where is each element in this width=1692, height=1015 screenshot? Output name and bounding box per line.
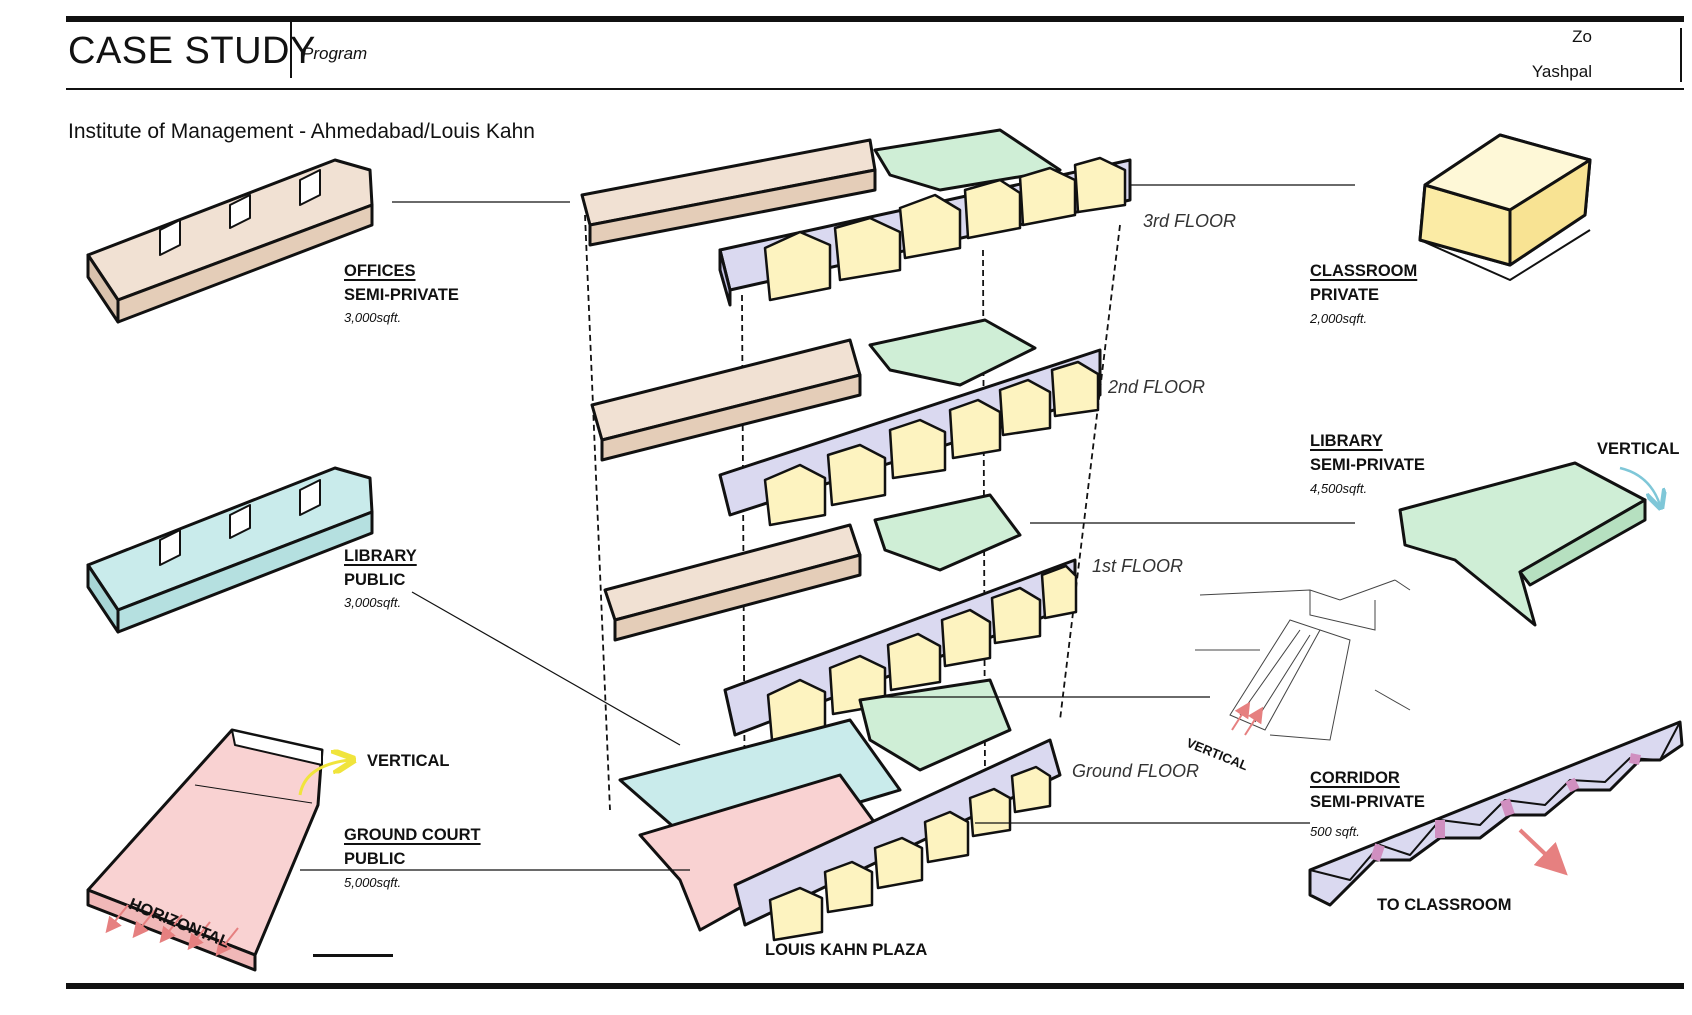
ground-floor-plan: [618, 678, 1062, 942]
page-title: CASE STUDY: [68, 30, 316, 72]
page-subtitle: Program: [302, 44, 368, 63]
header-bottom-rule: [66, 88, 1684, 90]
ground-court-area: 5,000sqft.: [344, 875, 402, 890]
stair-arrows: [1231, 701, 1264, 736]
library-public-block: [86, 466, 374, 634]
second-floor-plan: [590, 318, 1102, 527]
library-semi-privacy: SEMI-PRIVATE: [1310, 456, 1425, 474]
corridor-block: [1308, 720, 1684, 907]
third-floor-plan: [580, 128, 1132, 307]
first-floor-plan: [603, 493, 1078, 742]
leader-lines: [300, 184, 1355, 871]
corridor-area: 500 sqft.: [1310, 824, 1360, 839]
ground-court-privacy: PUBLIC: [344, 850, 406, 868]
exploded-axon: [580, 128, 1132, 942]
ground-floor-label: Ground FLOOR: [1072, 761, 1200, 781]
library-public-privacy: PUBLIC: [344, 571, 406, 589]
author-first-name: Zo: [1572, 27, 1592, 46]
library-public-area: 3,000sqft.: [344, 595, 402, 610]
third-floor-label: 3rd FLOOR: [1143, 211, 1237, 231]
library-semi-title: LIBRARY: [1310, 432, 1383, 450]
offices-title: OFFICES: [344, 262, 416, 280]
corridor-arrow-label: TO CLASSROOM: [1377, 896, 1512, 914]
offices-area: 3,000sqft.: [344, 310, 402, 325]
classroom-privacy: PRIVATE: [1310, 286, 1380, 304]
court-vertical-label: VERTICAL: [367, 752, 450, 770]
library-semi-block: [1398, 461, 1647, 627]
second-floor-label: 2nd FLOOR: [1108, 377, 1206, 397]
footer-rule: [66, 983, 1684, 989]
corridor-title: CORRIDOR: [1310, 769, 1400, 787]
library-semi-area: 4,500sqft.: [1310, 481, 1368, 496]
offices-privacy: SEMI-PRIVATE: [344, 286, 459, 304]
classroom-block: [1418, 133, 1592, 281]
vertical-arrow-blue: [1619, 466, 1660, 505]
author-last-name: Yashpal: [1531, 62, 1592, 81]
stair-sketch: [1195, 579, 1411, 741]
first-floor-label: 1st FLOOR: [1092, 556, 1184, 576]
plaza-label: LOUIS KAHN PLAZA: [765, 941, 928, 959]
library-vertical-label: VERTICAL: [1597, 440, 1680, 458]
project-title: Institute of Management - Ahmedabad/Loui…: [68, 120, 535, 143]
horizontal-arrows: [105, 904, 239, 957]
scale-bar: [313, 954, 393, 957]
classroom-title: CLASSROOM: [1310, 262, 1418, 280]
classroom-area: 2,000sqft.: [1310, 311, 1368, 326]
header-right-divider: [1680, 28, 1682, 82]
to-classroom-arrow: [1518, 828, 1568, 876]
library-public-title: LIBRARY: [344, 547, 417, 565]
corridor-privacy: SEMI-PRIVATE: [1310, 793, 1425, 811]
header-divider: [290, 22, 292, 78]
vertical-arrow-yellow: [298, 760, 350, 796]
ground-court-title: GROUND COURT: [344, 826, 481, 844]
header-top-rule: [66, 16, 1684, 22]
offices-block: [86, 158, 374, 324]
